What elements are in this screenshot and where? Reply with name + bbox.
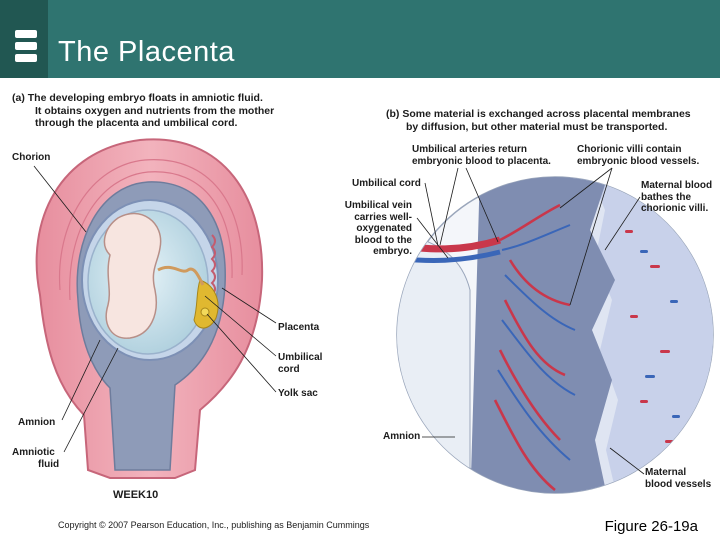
- label-amnion-b: Amnion: [383, 431, 421, 442]
- title-bar: The Placenta: [0, 0, 720, 78]
- slide-title: The Placenta: [58, 36, 235, 68]
- uterus-diagram: [33, 138, 277, 479]
- stripe-icon: [15, 54, 37, 62]
- panel-a-caption-line: It obtains oxygen and nutrients from the…: [35, 104, 275, 117]
- title-bar-accent: [0, 0, 48, 78]
- label-maternal-blood: Maternal blood bathes the chorionic vill…: [641, 180, 713, 214]
- panel-a-caption-line: through the placenta and umbilical cord.: [35, 117, 238, 129]
- placenta-closeup: [396, 167, 714, 494]
- placenta-figure: (a) The developing embryo floats in amni…: [0, 86, 720, 516]
- figure-number: Figure 26-19a: [604, 518, 698, 535]
- label-week: WEEK10: [113, 489, 159, 501]
- panel-a-tag: (a): [12, 92, 25, 104]
- label-umbilical-vein: Umbilical vein carries well- oxygenated …: [344, 200, 412, 257]
- panel-b-caption-line: by diffusion, but other material must be…: [406, 120, 668, 133]
- panel-a-caption-line: The developing embryo floats in amniotic…: [27, 92, 263, 104]
- label-chorion: Chorion: [12, 152, 51, 163]
- panel-a-caption: (a) The developing embryo floats in amni…: [12, 92, 342, 130]
- copyright-text: Copyright © 2007 Pearson Education, Inc.…: [58, 520, 370, 530]
- stripe-icon: [15, 42, 37, 50]
- label-placenta: Placenta: [278, 322, 320, 333]
- label-umbilical-cord-b: Umbilical cord: [352, 178, 421, 189]
- label-yolk-sac: Yolk sac: [278, 388, 318, 399]
- stripe-icon: [15, 30, 37, 38]
- panel-b-caption-line: Some material is exchanged across placen…: [402, 108, 691, 120]
- label-amnion-a: Amnion: [18, 417, 56, 428]
- panel-b-caption: (b) Some material is exchanged across pl…: [386, 108, 716, 133]
- figure-artwork: [33, 138, 714, 494]
- panel-b-tag: (b): [386, 108, 400, 120]
